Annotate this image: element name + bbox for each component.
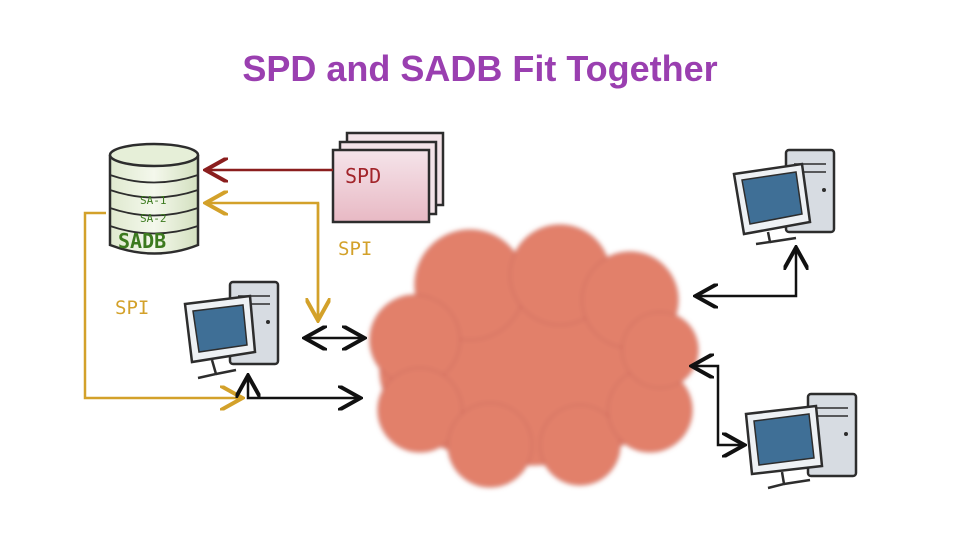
spd-label: SPD: [345, 164, 381, 188]
spi-label-left: SPI: [115, 297, 149, 319]
desktop-computer-icon-local: [185, 282, 278, 378]
sadb-label: SADB: [118, 229, 166, 253]
remote-host-bottom-link-arrow: [694, 366, 742, 445]
local-host-lower-link-arrow: [248, 378, 358, 398]
desktop-computer-icon-remote-top: [734, 150, 834, 244]
sadb-entry-1: SA-1: [140, 194, 167, 207]
desktop-computer-icon-remote-bottom: [746, 394, 856, 488]
spi-label-top: SPI: [338, 238, 372, 260]
spd-document-stack-icon: SPD: [333, 133, 443, 222]
network-cloud-icon: [370, 225, 698, 487]
database-cylinder-icon: SA-1 SA-2 SADB: [110, 144, 198, 254]
sadb-entry-2: SA-2: [140, 212, 167, 225]
remote-host-top-link-arrow: [698, 250, 796, 296]
